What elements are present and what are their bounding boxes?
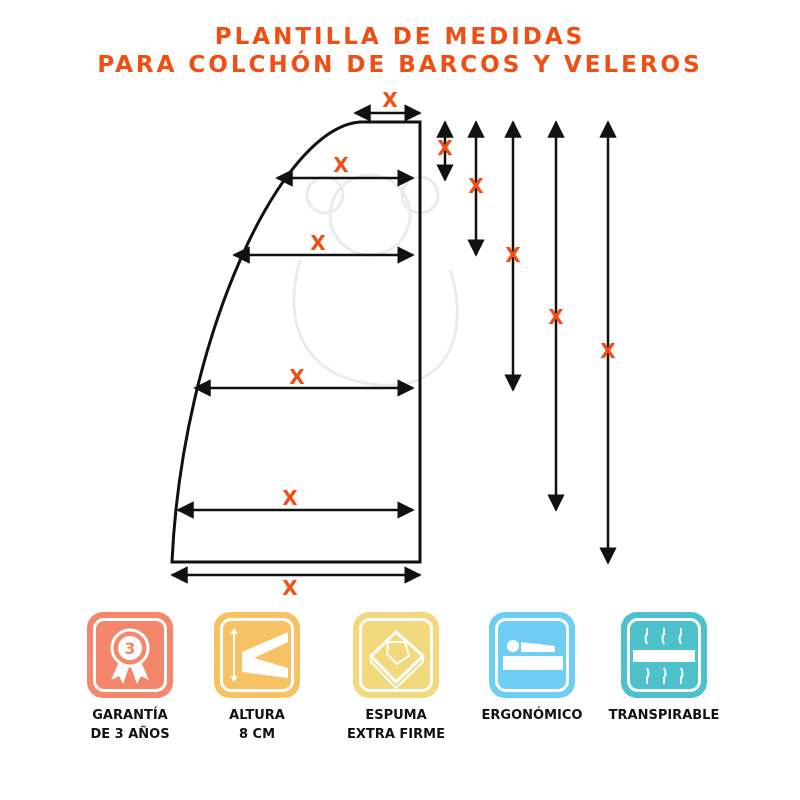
feature-label-line-1: ERGONÓMICO [481,708,583,723]
feature-altura: ALTURA 8 CM [197,612,317,744]
feature-garantia: 3 GARANTÍA DE 3 AÑOS [70,612,190,744]
feature-label: GARANTÍA DE 3 AÑOS [70,706,190,744]
feature-label-line-1: ALTURA [229,708,285,723]
measurement-label: X [548,305,564,329]
breathable-arrows-icon [621,612,707,698]
title-line-1: PLANTILLA DE MEDIDAS [214,24,586,50]
feature-label-line-1: TRANSPIRABLE [608,708,720,723]
feature-label: ERGONÓMICO [472,706,592,725]
feature-label-line-1: GARANTÍA [92,708,168,723]
measurement-label: X [437,136,453,160]
measurement-label: X [505,243,521,267]
feature-transpirable: TRANSPIRABLE [604,612,724,725]
feature-ergonomico: ERGONÓMICO [472,612,592,725]
feature-label: TRANSPIRABLE [604,706,724,725]
foam-hand-icon [353,612,439,698]
measurement-label: X [600,339,616,363]
svg-text:3: 3 [124,639,135,658]
measurement-label: X [333,153,349,177]
ribbon-badge-3-icon: 3 [87,612,173,698]
feature-label-line-2: DE 3 AÑOS [90,727,170,742]
koala-watermark [292,173,459,387]
measurement-label: X [282,486,298,510]
feature-espuma: ESPUMA EXTRA FIRME [336,612,456,744]
measurement-label: X [468,174,484,198]
measurement-label: X [310,231,326,255]
person-lying-icon [489,612,575,698]
feature-label-line-2: 8 CM [238,727,276,742]
mattress-outline [170,120,422,564]
measurement-label: X [382,88,398,112]
title-line-2: PARA COLCHÓN DE BARCOS Y VELEROS [97,52,703,78]
feature-label: ESPUMA EXTRA FIRME [336,706,456,744]
feature-label-line-2: EXTRA FIRME [347,727,445,742]
measurement-label: X [282,576,298,600]
measurement-label: X [289,365,305,389]
height-icon [214,612,300,698]
feature-label-line-1: ESPUMA [365,708,427,723]
feature-label: ALTURA 8 CM [197,706,317,744]
